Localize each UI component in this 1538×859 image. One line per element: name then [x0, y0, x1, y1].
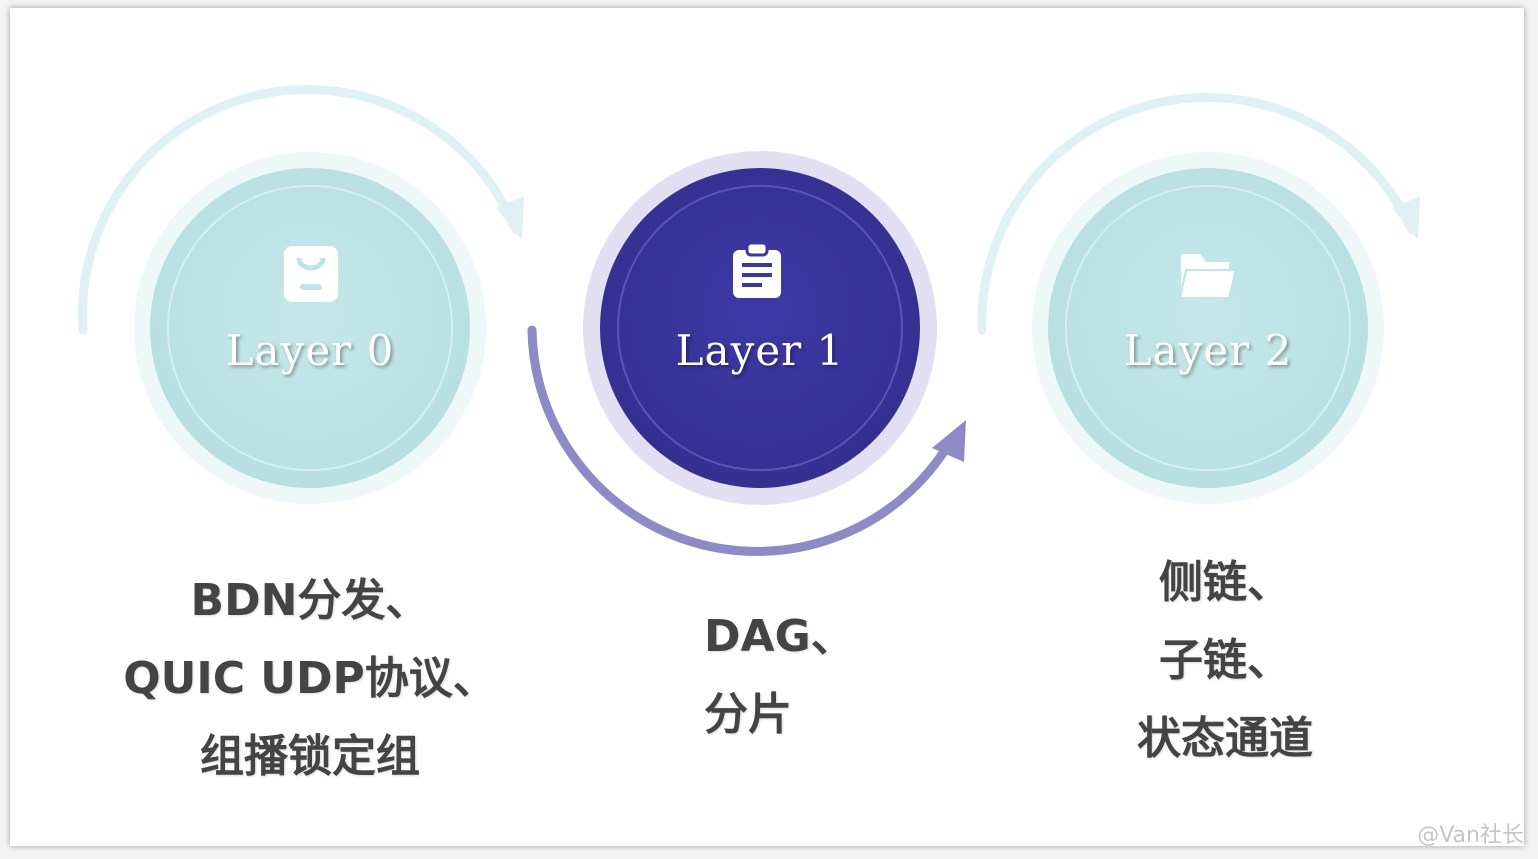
- layer-1-caption: DAG、 分片: [704, 598, 855, 754]
- layer-2-caption-line: 子链、: [1159, 635, 1291, 686]
- layer-2-node: [977, 92, 1420, 504]
- clipboard-icon: [733, 241, 781, 298]
- layer-1-arc: [527, 325, 950, 556]
- folder-icon: [1178, 254, 1238, 299]
- layer-1-node: [527, 151, 966, 556]
- layer-0-label: Layer 0: [225, 326, 395, 375]
- layer-2-arc: [977, 92, 1417, 335]
- layer-2-caption-line: 侧链、: [1159, 557, 1291, 608]
- layer-0-caption-line: QUIC UDP协议、: [123, 653, 497, 704]
- layer-1-label: Layer 1: [675, 326, 845, 375]
- layer-1-arrowhead: [932, 420, 966, 462]
- layer-2-label: Layer 2: [1123, 326, 1293, 375]
- tablet-icon: [284, 246, 338, 302]
- layer-2-arrowhead: [1392, 196, 1420, 240]
- layer-1-caption-line: 分片: [704, 689, 792, 740]
- watermark: @Van社长: [1417, 823, 1524, 848]
- layer-0-arrowhead: [496, 196, 524, 240]
- layer-0-node: [77, 85, 524, 504]
- layer-0-caption-line: 组播锁定组: [200, 731, 420, 782]
- layer-0-arc: [77, 85, 521, 335]
- layer-2-caption-line: 状态通道: [1137, 713, 1313, 764]
- layer-0-caption-line: BDN分发、: [190, 575, 430, 626]
- layer-0-caption: BDN分发、 QUIC UDP协议、 组播锁定组: [70, 562, 550, 796]
- layer-2-caption: 侧链、 子链、 状态通道: [1060, 544, 1390, 778]
- layer-1-caption-line: DAG、: [704, 611, 855, 662]
